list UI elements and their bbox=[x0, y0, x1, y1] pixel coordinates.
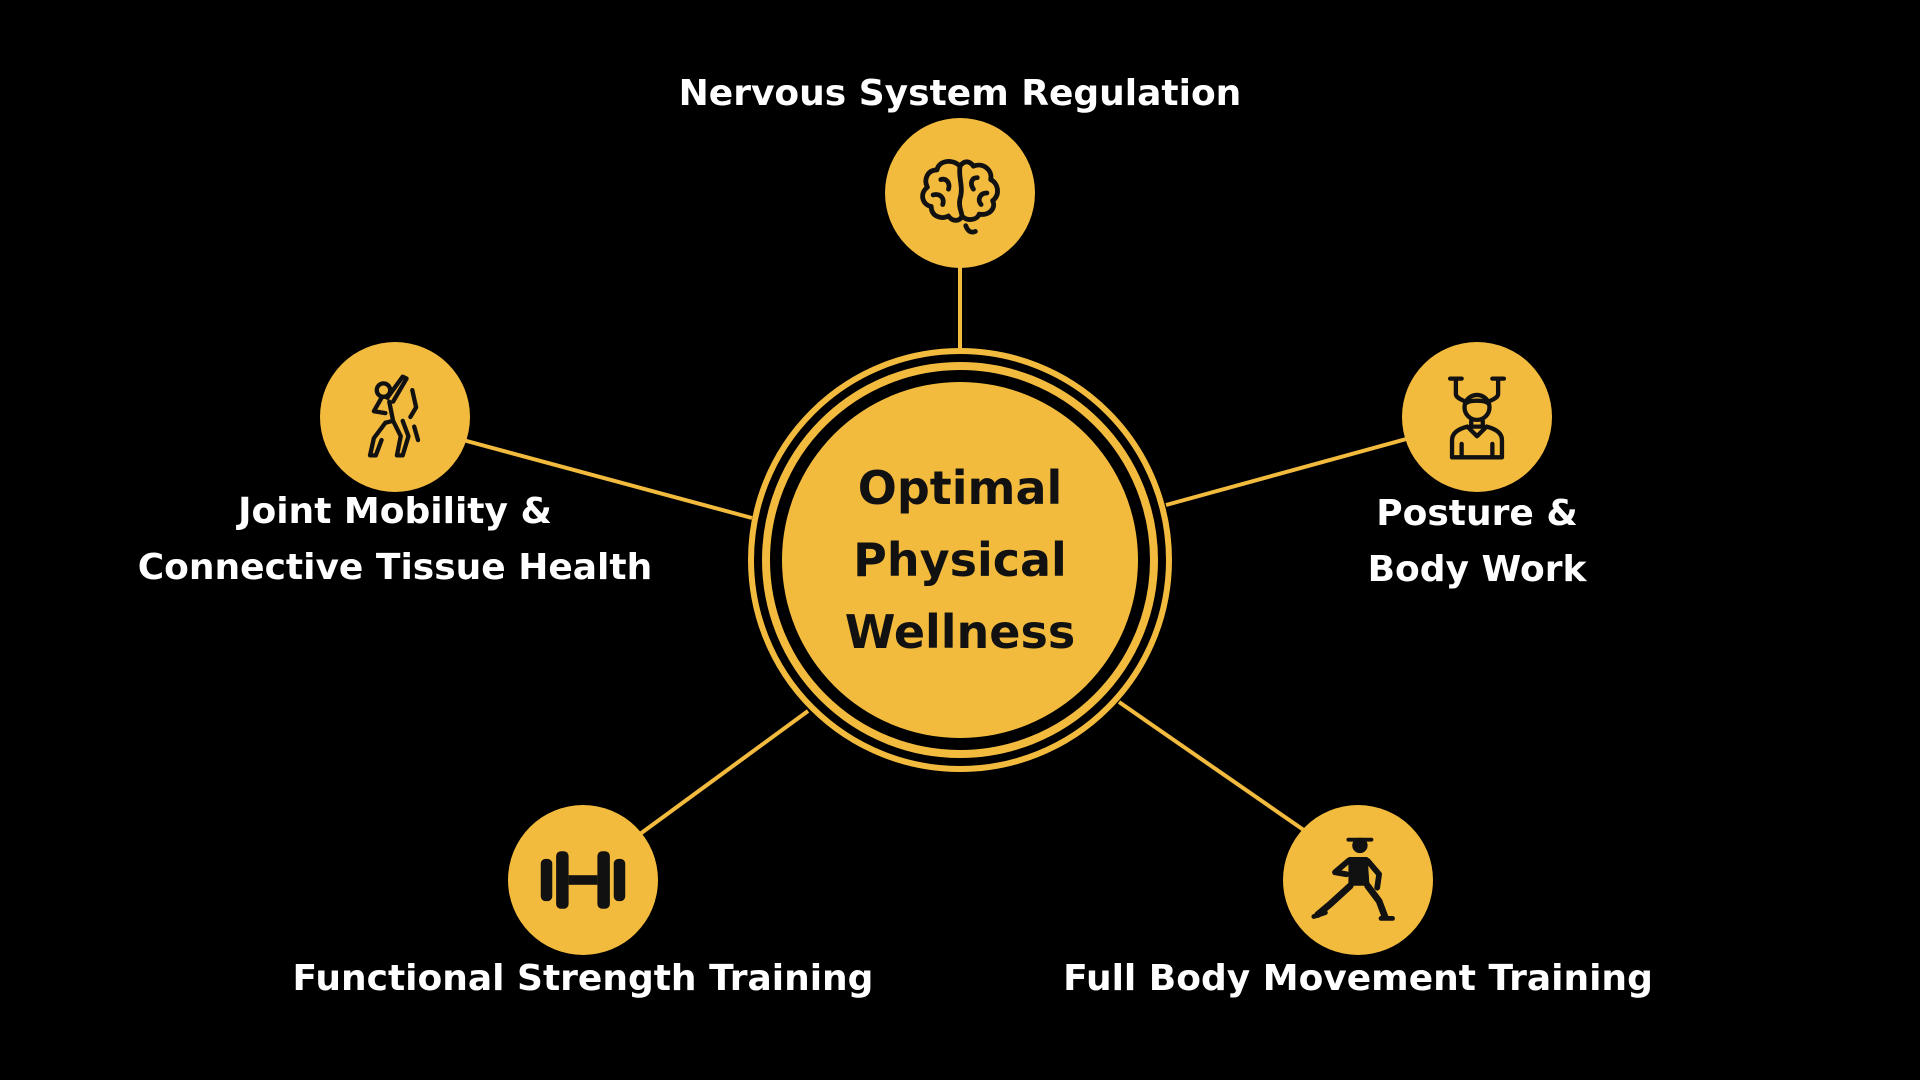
label-posture-line-2: Body Work bbox=[1367, 549, 1587, 590]
node-functional-strength bbox=[508, 805, 658, 955]
node-full-body-movement bbox=[1283, 805, 1433, 955]
label-fullbody-line-1: Full Body Movement Training bbox=[1063, 958, 1653, 999]
hub-title-line-2: Physical bbox=[853, 533, 1067, 587]
connector-posture bbox=[1165, 436, 1411, 507]
label-full-body-movement-training: Full Body Movement Training bbox=[1038, 951, 1678, 1007]
hub-title-line-1: Optimal bbox=[857, 461, 1063, 515]
brain-icon bbox=[920, 159, 1000, 235]
connector-joint bbox=[462, 438, 753, 520]
node-posture-body-work bbox=[1402, 342, 1552, 492]
label-joint-line-2: Connective Tissue Health bbox=[137, 547, 653, 588]
node-nervous-system bbox=[885, 118, 1035, 268]
node-joint-mobility bbox=[320, 342, 470, 492]
dumbbell-icon bbox=[540, 851, 626, 909]
connector-strength bbox=[638, 709, 810, 836]
label-joint-mobility: Joint Mobility & Connective Tissue Healt… bbox=[115, 484, 675, 596]
hub-middle-ring bbox=[762, 362, 1158, 758]
hub-center-circle: Optimal Physical Wellness bbox=[782, 382, 1138, 738]
hub-outer-ring bbox=[748, 348, 1172, 772]
label-nervous-line-1: Nervous System Regulation bbox=[678, 73, 1242, 114]
label-nervous-system-regulation: Nervous System Regulation bbox=[660, 66, 1260, 122]
massage-bodywork-icon bbox=[1447, 376, 1507, 460]
label-functional-strength-training: Functional Strength Training bbox=[263, 951, 903, 1007]
connector-fullbody bbox=[1117, 700, 1310, 835]
label-strength-line-1: Functional Strength Training bbox=[292, 958, 874, 999]
hub-title-line-3: Wellness bbox=[844, 605, 1076, 659]
stretching-person-icon bbox=[367, 374, 421, 458]
label-posture-line-1: Posture & bbox=[1376, 493, 1578, 534]
label-posture-body-work: Posture & Body Work bbox=[1327, 486, 1627, 598]
label-joint-line-1: Joint Mobility & bbox=[238, 491, 552, 532]
martial-arts-stance-icon bbox=[1311, 837, 1395, 921]
